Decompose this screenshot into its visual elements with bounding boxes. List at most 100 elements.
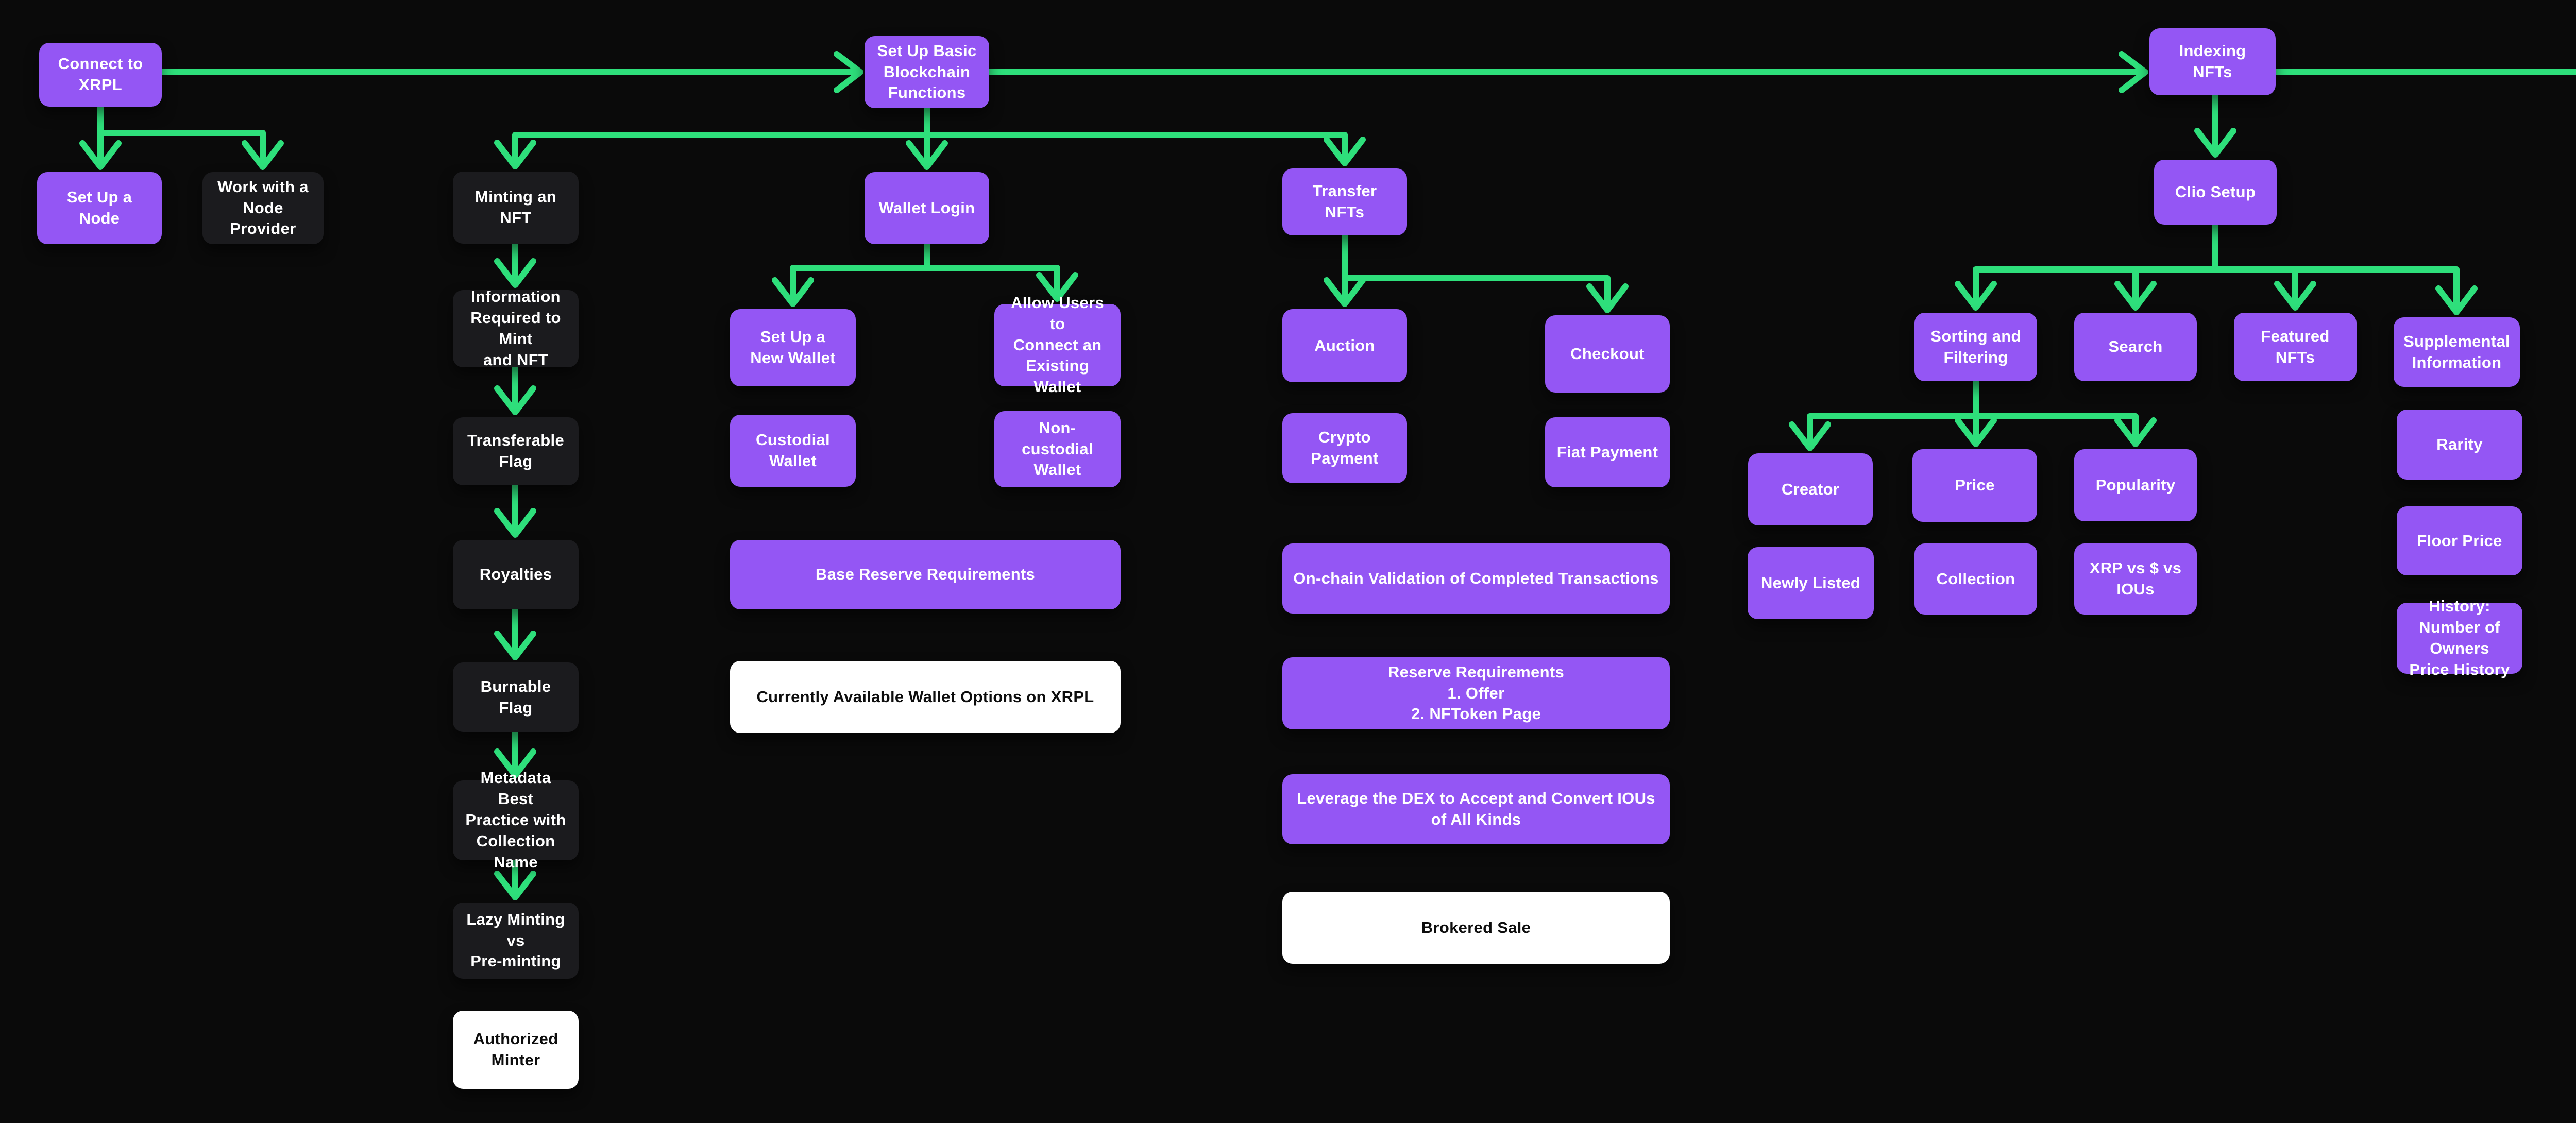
edge-line-7	[927, 132, 1348, 163]
node-label-creator: Creator	[1781, 480, 1840, 498]
edge-arrowhead-1	[2119, 51, 2148, 93]
edge-line-19	[1973, 225, 2218, 308]
node-clio-setup[interactable]: Clio Setup	[2154, 160, 2277, 225]
edge-arrowhead-22	[2435, 285, 2478, 315]
node-featured-nfts[interactable]: Featured NFTs	[2234, 313, 2357, 381]
node-checkout[interactable]: Checkout	[1545, 315, 1670, 393]
node-label-sorting-and-filtering: Sorting and Filtering	[1930, 327, 2021, 366]
node-label-on-chain-validation: On-chain Validation of Completed Transac…	[1293, 569, 1659, 587]
edge-line-23	[1807, 381, 1979, 448]
node-custodial-wallet[interactable]: Custodial Wallet	[730, 415, 856, 487]
edge-line-22	[2215, 266, 2460, 312]
node-metadata-best-practice[interactable]: Metadata Best Practice with Collection N…	[453, 769, 579, 871]
node-reserve-requirements[interactable]: Reserve Requirements 1. Offer 2. NFToken…	[1282, 657, 1670, 729]
edge-arrowhead-17	[1586, 283, 1629, 313]
node-rarity[interactable]: Rarity	[2397, 410, 2522, 480]
node-work-with-a-node-provider[interactable]: Work with a Node Provider	[202, 172, 324, 244]
node-burnable-flag[interactable]: Burnable Flag	[453, 662, 579, 732]
node-newly-listed[interactable]: Newly Listed	[1748, 547, 1874, 619]
node-non-custodial-wallet[interactable]: Non-custodial Wallet	[994, 411, 1121, 487]
node-label-crypto-payment: Crypto Payment	[1311, 428, 1379, 467]
node-sorting-and-filtering[interactable]: Sorting and Filtering	[1914, 313, 2037, 381]
node-search[interactable]: Search	[2074, 313, 2197, 381]
edge-arrowhead-15	[1036, 272, 1078, 302]
node-label-reserve-requirements: Reserve Requirements 1. Offer 2. NFToken…	[1388, 662, 1564, 723]
edge-arrowhead-25	[2114, 417, 2157, 447]
edge-line-15	[927, 265, 1060, 299]
node-label-rarity: Rarity	[2436, 435, 2483, 453]
edge-arrowhead-4	[242, 140, 284, 170]
node-label-clio-setup: Clio Setup	[2175, 182, 2256, 201]
edge-arrowhead-14	[772, 277, 814, 307]
node-xrp-vs-usd-vs-ious[interactable]: XRP vs $ vs IOUs	[2074, 543, 2197, 615]
node-on-chain-validation[interactable]: On-chain Validation of Completed Transac…	[1282, 543, 1670, 614]
node-label-set-up-basic-blockchain-functions: Set Up Basic Blockchain Functions	[877, 41, 977, 102]
edge-arrowhead-3	[79, 140, 122, 170]
edge-arrowhead-23	[1789, 421, 1831, 451]
node-label-minting-an-nft: Minting an NFT	[475, 188, 556, 227]
node-label-collection: Collection	[1936, 569, 2015, 588]
node-label-price: Price	[1955, 476, 1995, 495]
node-base-reserve-requirements[interactable]: Base Reserve Requirements	[730, 540, 1121, 609]
node-label-connect-to-xrpl: Connect to XRPL	[58, 55, 143, 94]
node-brokered-sale[interactable]: Brokered Sale	[1282, 892, 1670, 964]
node-information-required-to-mint[interactable]: Information Required to Mint and NFT	[453, 287, 579, 369]
node-label-checkout: Checkout	[1570, 344, 1645, 363]
node-set-up-basic-blockchain-functions[interactable]: Set Up Basic Blockchain Functions	[865, 36, 989, 108]
node-price[interactable]: Price	[1912, 449, 2037, 522]
node-royalties[interactable]: Royalties	[453, 540, 579, 609]
edge-arrowhead-8	[494, 258, 536, 288]
node-collection[interactable]: Collection	[1914, 543, 2037, 615]
node-label-leverage-the-dex: Leverage the DEX to Accept and Convert I…	[1297, 789, 1655, 828]
node-label-royalties: Royalties	[479, 565, 552, 584]
node-creator[interactable]: Creator	[1748, 453, 1873, 525]
node-fiat-payment[interactable]: Fiat Payment	[1545, 417, 1670, 487]
node-supplemental-information[interactable]: Supplemental Information	[2394, 317, 2520, 387]
node-label-auction: Auction	[1314, 336, 1375, 354]
node-label-lazy-minting-vs-pre-minting: Lazy Minting vs Pre-minting	[466, 910, 565, 971]
node-label-non-custodial-wallet: Non-custodial Wallet	[1022, 418, 1093, 479]
node-currently-available-wallet-options[interactable]: Currently Available Wallet Options on XR…	[730, 661, 1121, 733]
node-transfer-nfts[interactable]: Transfer NFTs	[1282, 168, 1407, 235]
node-connect-to-xrpl[interactable]: Connect to XRPL	[39, 43, 162, 107]
edge-line-14	[790, 244, 930, 304]
node-crypto-payment[interactable]: Crypto Payment	[1282, 413, 1407, 483]
node-set-up-a-node[interactable]: Set Up a Node	[37, 172, 162, 244]
node-auction[interactable]: Auction	[1282, 309, 1407, 382]
node-minting-an-nft[interactable]: Minting an NFT	[453, 172, 579, 244]
node-wallet-login[interactable]: Wallet Login	[865, 172, 989, 244]
node-authorized-minter[interactable]: Authorized Minter	[453, 1011, 579, 1089]
node-label-search: Search	[2108, 337, 2163, 356]
node-label-featured-nfts: Featured NFTs	[2261, 327, 2330, 366]
node-label-currently-available-wallet-options: Currently Available Wallet Options on XR…	[756, 687, 1094, 706]
edge-arrowhead-7	[1324, 137, 1366, 166]
node-history-owners-price[interactable]: History: Number of Owners Price History	[2397, 597, 2522, 678]
node-leverage-the-dex[interactable]: Leverage the DEX to Accept and Convert I…	[1282, 774, 1670, 844]
edge-arrowhead-11	[494, 631, 536, 660]
node-label-transfer-nfts: Transfer NFTs	[1312, 182, 1377, 221]
node-floor-price[interactable]: Floor Price	[2397, 506, 2522, 575]
edge-arrowhead-16	[1324, 277, 1366, 307]
node-label-indexing-nfts: Indexing NFTs	[2179, 42, 2246, 81]
node-label-xrp-vs-usd-vs-ious: XRP vs $ vs IOUs	[2089, 559, 2182, 598]
node-set-up-a-new-wallet[interactable]: Set Up a New Wallet	[730, 309, 856, 386]
edge-line-25	[1976, 413, 2139, 444]
node-label-work-with-a-node-provider: Work with a Node Provider	[217, 177, 309, 238]
node-label-metadata-best-practice: Metadata Best Practice with Collection N…	[465, 769, 566, 871]
node-popularity[interactable]: Popularity	[2074, 449, 2197, 521]
node-lazy-minting-vs-pre-minting[interactable]: Lazy Minting vs Pre-minting	[453, 903, 579, 979]
node-transferable-flag[interactable]: Transferable Flag	[453, 417, 579, 485]
node-indexing-nfts[interactable]: Indexing NFTs	[2149, 28, 2276, 95]
edge-line-17	[1345, 275, 1611, 310]
node-label-authorized-minter: Authorized Minter	[473, 1030, 558, 1069]
edge-arrowhead-24	[1955, 417, 1997, 447]
node-allow-users-connect-existing-wallet[interactable]: Allow Users to Connect an Existing Walle…	[994, 294, 1121, 396]
edge-arrowhead-12	[494, 748, 536, 778]
edge-arrowhead-19	[1955, 281, 1997, 311]
node-label-set-up-a-new-wallet: Set Up a New Wallet	[750, 328, 836, 367]
node-label-transferable-flag: Transferable Flag	[467, 431, 564, 470]
node-label-allow-users-connect-existing-wallet: Allow Users to Connect an Existing Walle…	[1011, 293, 1104, 396]
edge-line-4	[100, 130, 266, 167]
node-label-floor-price: Floor Price	[2417, 531, 2502, 550]
node-label-wallet-login: Wallet Login	[878, 198, 975, 217]
